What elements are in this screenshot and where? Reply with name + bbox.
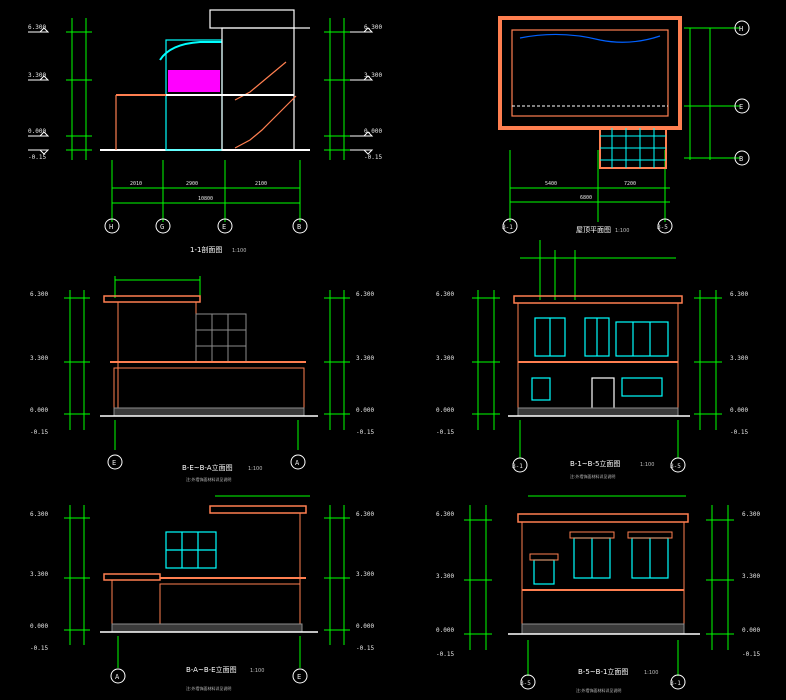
roof-axis-b: B (739, 155, 743, 163)
panel-scale-elev3: 1:100 (250, 668, 264, 674)
elev4-level-top-r: 6.300 (742, 511, 760, 518)
elev2-level-top: 6.300 (436, 291, 454, 298)
elev1-level-top-r: 6.300 (356, 291, 374, 298)
panel-roof-plan: H E B B-1 B-5 5400 7200 6800 屋顶平面图 1:100 (498, 16, 750, 234)
elev4-level-zero-r: 0.000 (742, 627, 760, 634)
panel-elevation-e-a: E A 6.300 3.300 0.000 -0.15 6.300 3.300 … (30, 276, 374, 482)
elev2-level-ground-r: -0.15 (730, 429, 748, 436)
panel-note-elev2: 注:外墙饰面材料详见说明 (570, 473, 615, 479)
panel-note-elev1: 注:外墙饰面材料详见说明 (186, 476, 231, 482)
elev4-level-zero: 0.000 (436, 627, 454, 634)
elev1-level-ground: -0.15 (30, 429, 48, 436)
elev3-axis-left: A (115, 673, 120, 681)
roof-axis-b5: B-5 (657, 224, 668, 231)
axis-bubble-h: H (109, 223, 113, 231)
elev2-level-zero: 0.000 (436, 407, 454, 414)
panel-scale-elev2: 1:100 (640, 462, 654, 468)
elev4-level-mid-r: 3.300 (742, 573, 760, 580)
dim-label-a: 2010 (130, 181, 142, 187)
roof-dim-total: 6800 (580, 195, 592, 201)
elev3-level-zero-r: 0.000 (356, 623, 374, 630)
panel-elevation-a-e: A E 6.300 3.300 0.000 -0.15 6.300 3.300 … (30, 495, 374, 691)
elev2-axis-left: B-1 (512, 463, 523, 470)
panel-scale-roof: 1:100 (615, 228, 629, 234)
panel-title-elev4: B-5~B-1立面图 (578, 667, 628, 676)
roof-axis-b1: B-1 (502, 224, 513, 231)
roof-parapet-inner (511, 29, 669, 117)
panel-title-elev3: B-A~B-E立面图 (186, 665, 237, 674)
dim-label-b: 2900 (186, 181, 198, 187)
elev1-level-zero: 0.000 (30, 407, 48, 414)
elev3-level-mid-r: 3.300 (356, 571, 374, 578)
level-label-ground-right: -0.15 (364, 154, 382, 161)
axis-bubble-b: B (297, 223, 301, 231)
panel-note-elev4: 注:外墙饰面材料详见说明 (576, 687, 621, 693)
elev4-axis-left: B-5 (520, 680, 531, 687)
panel-scale-elev1: 1:100 (248, 466, 262, 472)
panel-title-roof: 屋顶平面图 (576, 226, 611, 234)
section-hatch-magenta (168, 70, 220, 92)
panel-section-1-1: 6.300 3.300 0.000 -0.15 6.300 3.300 0.00… (28, 9, 382, 254)
elev2-level-top-r: 6.300 (730, 291, 748, 298)
elev4-level-ground: -0.15 (436, 651, 454, 658)
elev3-level-top: 6.300 (30, 511, 48, 518)
elev3-level-top-r: 6.300 (356, 511, 374, 518)
roof-dim-b: 7200 (624, 181, 636, 187)
panel-scale-elev4: 1:100 (644, 670, 658, 676)
elev2-level-ground: -0.15 (436, 429, 454, 436)
panel-elevation-5-1: B-5 B-1 6.300 3.300 0.000 -0.15 6.300 3.… (436, 495, 760, 693)
level-label-mid-right: 3.300 (364, 72, 382, 79)
elev3-level-mid: 3.300 (30, 571, 48, 578)
level-label-zero: 0.000 (28, 128, 46, 135)
elev1-level-zero-r: 0.000 (356, 407, 374, 414)
roof-dim-a: 5400 (545, 181, 557, 187)
panel-scale-section: 1:100 (232, 248, 246, 254)
axis-bubble-e: E (222, 223, 226, 231)
level-label-top: 6.300 (28, 24, 46, 31)
elev2-axis-right: B-5 (670, 463, 681, 470)
elev1-axis-left: E (112, 459, 116, 467)
roof-parapet-outer (498, 16, 682, 130)
panel-title-elev1: B-E~B-A立面图 (182, 463, 233, 472)
elev4-level-top: 6.300 (436, 511, 454, 518)
panel-title-elev2: B-1~B-5立面图 (570, 459, 620, 468)
elev4-axis-right: B-1 (670, 680, 681, 687)
elev3-level-ground-r: -0.15 (356, 645, 374, 652)
roof-axis-e: E (739, 103, 743, 111)
panel-title-section: 1-1剖面图 (190, 245, 222, 254)
level-label-top-right: 6.300 (364, 24, 382, 31)
elev2-level-mid: 3.300 (436, 355, 454, 362)
axis-bubble-g: G (160, 223, 164, 231)
dim-label-total: 10800 (198, 196, 213, 202)
elev1-level-top: 6.300 (30, 291, 48, 298)
elev4-level-mid: 3.300 (436, 573, 454, 580)
roof-axis-h: H (739, 25, 743, 33)
ground-hatch (113, 407, 305, 417)
elev3-level-zero: 0.000 (30, 623, 48, 630)
elev1-level-mid-r: 3.300 (356, 355, 374, 362)
elev1-axis-right: A (295, 459, 300, 467)
elev2-level-zero-r: 0.000 (730, 407, 748, 414)
panel-note-elev3: 注:外墙饰面材料详见说明 (186, 685, 231, 691)
elev1-level-mid: 3.300 (30, 355, 48, 362)
elev3-level-ground: -0.15 (30, 645, 48, 652)
dim-label-c: 2100 (255, 181, 267, 187)
panel-elevation-1-5: B-1 B-5 6.300 3.300 0.000 -0.15 6.300 3.… (436, 240, 748, 479)
level-label-ground: -0.15 (28, 154, 46, 161)
level-label-zero-right: 0.000 (364, 128, 382, 135)
elev4-level-ground-r: -0.15 (742, 651, 760, 658)
elev1-level-ground-r: -0.15 (356, 429, 374, 436)
level-label-mid: 3.300 (28, 72, 46, 79)
elev3-axis-right: E (297, 673, 301, 681)
elev2-level-mid-r: 3.300 (730, 355, 748, 362)
